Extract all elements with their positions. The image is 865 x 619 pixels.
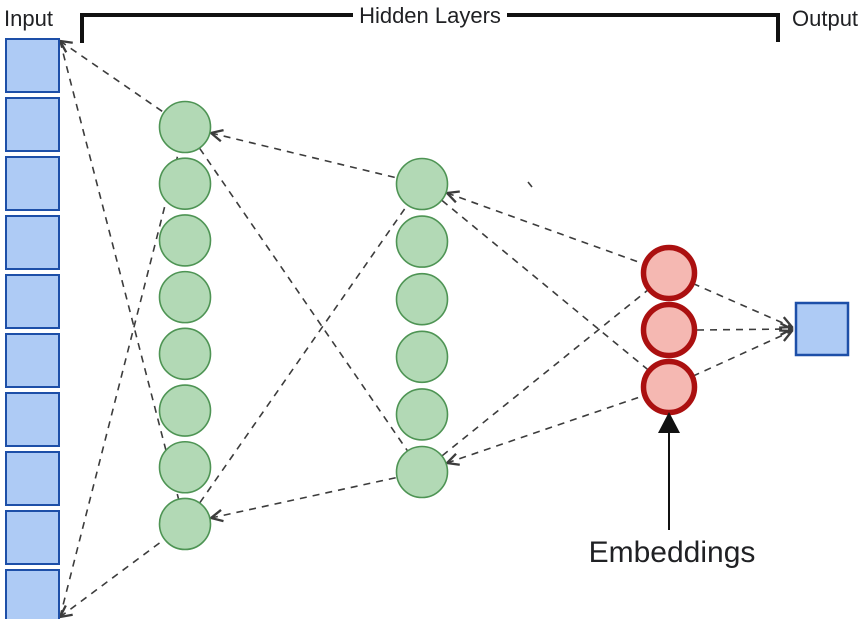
output-label: Output: [792, 6, 858, 31]
hidden-layers-label: Hidden Layers: [359, 3, 501, 28]
output-node: [794, 301, 850, 357]
hidden2-node: [395, 445, 449, 499]
input-node: [5, 215, 60, 270]
conn-input-bottom-to-h1-top: [59, 126, 186, 618]
embeddings-callout-arrow: [658, 412, 680, 530]
conn-input-top-to-h1-bottom: [59, 40, 186, 525]
connection-lines: [60, 41, 792, 617]
conn-h2-top-to-emb-bottom: [421, 183, 670, 388]
hidden2-node: [395, 330, 449, 384]
conn-emb-middle-to-output: [696, 329, 792, 330]
conn-h1-top-to-h2-bottom: [184, 126, 423, 473]
conn-h1-bottom-to-h2-top: [184, 183, 423, 525]
hidden2-node: [395, 157, 449, 211]
input-node: [5, 333, 60, 388]
embeddings-label: Embeddings: [589, 536, 756, 569]
hidden-layer-2: [395, 157, 449, 499]
conn-h1-bottom-to-h2-bottom: [211, 471, 423, 518]
hidden1-node: [158, 270, 212, 324]
conn-emb-top-to-output: [668, 272, 792, 327]
hidden1-node: [158, 157, 212, 211]
conn-h2-bottom-to-emb-bottom: [447, 386, 670, 463]
hidden1-node: [158, 214, 212, 267]
input-node: [5, 97, 60, 152]
hidden1-node: [158, 440, 212, 494]
embedding-layer: [640, 244, 698, 416]
conn-h2-top-to-emb-top: [447, 193, 670, 274]
input-node: [5, 451, 60, 506]
input-node: [5, 510, 60, 565]
embedding-node: [640, 301, 698, 359]
input-node: [5, 569, 60, 619]
hidden2-node: [395, 272, 449, 326]
conn-h2-bottom-to-emb-top: [421, 272, 670, 473]
input-node: [5, 392, 60, 447]
stray-mark: [527, 181, 533, 188]
input-layer: [5, 38, 60, 619]
hidden-layers-bracket: [80, 13, 780, 43]
callout-arrowhead-icon: [658, 412, 680, 433]
hidden1-node: [158, 384, 212, 437]
bracket-left-segment: [80, 13, 353, 43]
hidden2-node: [395, 215, 449, 268]
hidden-layer-1: [158, 100, 212, 551]
hidden1-node: [158, 497, 212, 551]
embedding-node: [640, 244, 698, 302]
hidden2-node: [395, 388, 449, 441]
input-node: [5, 156, 60, 211]
conn-h1-top-to-h2-top: [211, 133, 423, 185]
conn-emb-bottom-to-output: [668, 331, 792, 388]
embedding-node: [640, 358, 698, 416]
input-label: Input: [4, 6, 53, 31]
input-node: [5, 274, 60, 329]
hidden1-node: [158, 327, 212, 381]
hidden1-node: [158, 100, 212, 154]
input-node: [5, 38, 60, 93]
output-layer: [794, 301, 850, 357]
bracket-right-segment: [507, 13, 780, 42]
